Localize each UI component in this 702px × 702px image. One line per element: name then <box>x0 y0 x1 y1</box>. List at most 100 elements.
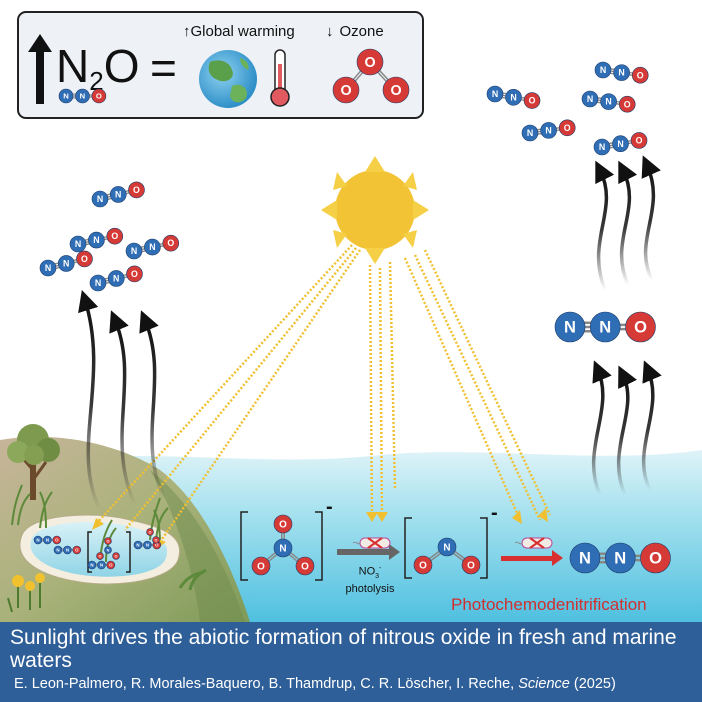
oxygen-atom <box>152 536 160 544</box>
oxygen-atom <box>128 181 145 199</box>
atom-label: O <box>115 554 118 558</box>
atom-label: N <box>56 548 59 553</box>
atom-label: N <box>564 319 576 337</box>
nitrogen-atom <box>613 64 630 81</box>
nitrogen-atom <box>600 93 617 110</box>
atom-label: N <box>63 92 69 101</box>
atom-label: N <box>587 94 593 104</box>
footer-authors: E. Leon-Palmero, R. Morales-Baquero, B. … <box>14 676 515 692</box>
emission-arrows-sea-upper <box>595 155 661 292</box>
atom-label: O <box>155 538 158 542</box>
atom-label: O <box>279 519 287 530</box>
ozone-label: ↓Ozone <box>326 23 384 40</box>
nitrogen-atom <box>612 135 629 153</box>
nitrogen-atom <box>273 538 293 558</box>
nitrogen-atom <box>133 540 143 550</box>
atom-label: N <box>46 538 49 543</box>
n2o-formula: N2O <box>56 40 139 96</box>
nitrogen-atom <box>58 88 74 104</box>
atom-label: O <box>624 99 631 109</box>
atom-label: O <box>155 543 159 548</box>
denitrification-arrow <box>501 550 563 566</box>
atom-label: N <box>136 543 139 548</box>
nitrogen-atom <box>554 311 586 343</box>
photolysis-label: NO3- photolysis <box>338 563 402 595</box>
oxygen-atom <box>356 48 384 76</box>
oxygen-atom <box>295 556 315 576</box>
up-arrow-icon <box>28 34 52 104</box>
oxygen-atom <box>251 556 271 576</box>
nitrogen-atom <box>486 85 504 103</box>
oxygen-atom <box>91 88 107 104</box>
atom-label: O <box>96 92 102 101</box>
thermometer-icon <box>270 49 290 107</box>
nitrogen-atom <box>581 90 599 108</box>
atom-label: O <box>111 231 118 241</box>
atom-label: O <box>390 83 401 99</box>
atom-label: N <box>115 189 121 199</box>
nitrogen-atom <box>33 535 43 545</box>
nitrogen-atom <box>594 61 612 79</box>
nitrogen-atom <box>125 242 143 260</box>
nitrogen-atom <box>87 560 97 570</box>
oxygen-atom <box>618 95 636 113</box>
atom-label: N <box>36 538 39 543</box>
formula-sub: 2 <box>89 66 103 96</box>
atom-label: O <box>637 70 644 80</box>
nitrogen-atom <box>604 542 636 574</box>
emission-arrows-sea-lower <box>591 360 662 497</box>
nitrogen-atom <box>505 88 522 106</box>
nitrogen-atom <box>57 255 75 272</box>
atom-label: O <box>564 123 571 133</box>
atom-label: O <box>649 550 662 568</box>
oxygen-atom <box>558 119 576 137</box>
nitrogen-atom <box>540 122 557 139</box>
photolysis-no: NO <box>358 565 376 578</box>
oxygen-atom <box>413 555 433 575</box>
nitrogen-atom <box>521 124 539 142</box>
oxygen-atom <box>106 227 124 245</box>
down-arrow-glyph: ↓ <box>326 23 334 40</box>
atom-label: O <box>107 539 110 543</box>
photolysis-sup: - <box>379 565 382 572</box>
oxygen-atom <box>273 514 293 534</box>
nitrogen-atom <box>589 311 621 343</box>
up-arrow-glyph: ↑ <box>183 23 191 40</box>
atom-label: N <box>90 563 93 568</box>
atom-label: N <box>107 548 110 552</box>
sun-icon <box>321 156 429 264</box>
earth-icon <box>199 50 257 108</box>
charge-label-nitrite: - <box>491 502 498 524</box>
charge-label-nitrate: - <box>326 496 333 518</box>
photolysis-sub: 3 <box>375 572 380 580</box>
atom-label: O <box>133 185 140 195</box>
atom-label: N <box>113 273 119 283</box>
oxygen-atom <box>332 76 360 104</box>
oxygen-atom <box>52 535 62 545</box>
atom-label: O <box>149 530 152 534</box>
nitrogen-atom <box>143 540 152 550</box>
equals-sign: = <box>150 42 177 94</box>
atom-label: N <box>93 235 99 245</box>
nitrogen-atom <box>69 235 87 253</box>
atom-label: O <box>131 269 138 279</box>
formula-n: N <box>56 40 89 92</box>
oxygen-atom <box>72 545 82 555</box>
global-warming-text: Global warming <box>191 23 295 40</box>
atom-label: O <box>301 561 309 572</box>
nitrogen-atom <box>43 535 52 545</box>
bacterium-icon <box>352 537 553 549</box>
atom-label: N <box>149 242 155 252</box>
